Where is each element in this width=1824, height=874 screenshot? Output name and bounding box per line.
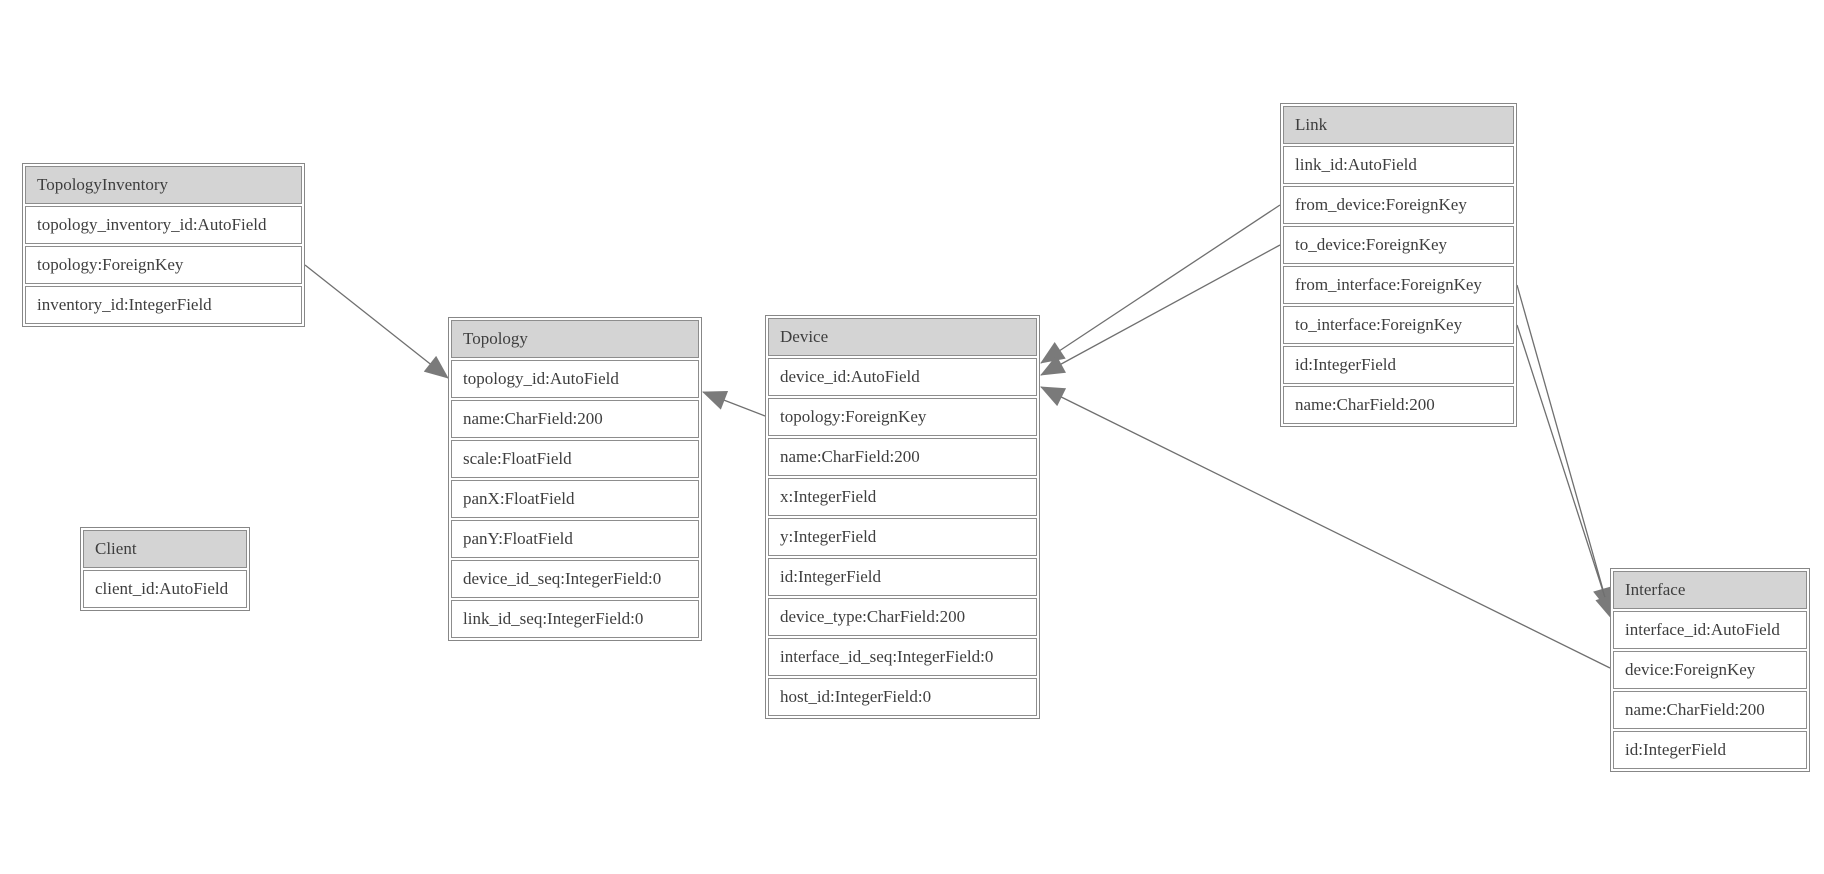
entity-field-row: device_id:AutoField [768,358,1037,396]
entity-field-row: client_id:AutoField [83,570,247,608]
relation-interface-device [1040,386,1611,669]
entity-field-row: panY:FloatField [451,520,699,558]
entity-field-row: name:CharField:200 [1613,691,1807,729]
entity-field-row: topology:ForeignKey [25,246,302,284]
entity-field-row: topology_id:AutoField [451,360,699,398]
entity-field-row: host_id:IntegerField:0 [768,678,1037,716]
entity-field-row: panX:FloatField [451,480,699,518]
entity-field-row: id:IntegerField [768,558,1037,596]
entity-field-row: x:IntegerField [768,478,1037,516]
entity-field-row: device_type:CharField:200 [768,598,1037,636]
entity-title: Device [768,318,1037,356]
entity-client[interactable]: Client client_id:AutoField [80,527,250,611]
entity-field-row: from_interface:ForeignKey [1283,266,1514,304]
entity-topology-inventory[interactable]: TopologyInventory topology_inventory_id:… [22,163,305,327]
entity-field-row: to_interface:ForeignKey [1283,306,1514,344]
entity-link[interactable]: Link link_id:AutoField from_device:Forei… [1280,103,1517,427]
entity-device[interactable]: Device device_id:AutoField topology:Fore… [765,315,1040,719]
relation-link-to-interface [1516,324,1615,620]
entity-field-row: name:CharField:200 [1283,386,1514,424]
entity-field-row: from_device:ForeignKey [1283,186,1514,224]
entity-field-row: y:IntegerField [768,518,1037,556]
relation-device-topology [702,390,766,417]
entity-field-row: name:CharField:200 [768,438,1037,476]
entity-topology[interactable]: Topology topology_id:AutoField name:Char… [448,317,702,641]
entity-field-row: id:IntegerField [1283,346,1514,384]
relation-link-from-device [1040,204,1281,364]
entity-title: TopologyInventory [25,166,302,204]
entity-title: Link [1283,106,1514,144]
entity-field-row: id:IntegerField [1613,731,1807,769]
entity-field-row: interface_id:AutoField [1613,611,1807,649]
entity-field-row: device_id_seq:IntegerField:0 [451,560,699,598]
relation-topologyinventory-topology [304,264,449,379]
entity-field-row: scale:FloatField [451,440,699,478]
entity-field-row: to_device:ForeignKey [1283,226,1514,264]
entity-field-row: device:ForeignKey [1613,651,1807,689]
entity-title: Topology [451,320,699,358]
entity-field-row: name:CharField:200 [451,400,699,438]
entity-field-row: topology_inventory_id:AutoField [25,206,302,244]
relation-link-to-device [1040,244,1281,376]
entity-field-row: link_id_seq:IntegerField:0 [451,600,699,638]
entity-field-row: link_id:AutoField [1283,146,1514,184]
entity-field-row: inventory_id:IntegerField [25,286,302,324]
relation-link-from-interface [1516,284,1613,612]
entity-title: Client [83,530,247,568]
entity-field-row: interface_id_seq:IntegerField:0 [768,638,1037,676]
entity-interface[interactable]: Interface interface_id:AutoField device:… [1610,568,1810,772]
entity-field-row: topology:ForeignKey [768,398,1037,436]
entity-title: Interface [1613,571,1807,609]
